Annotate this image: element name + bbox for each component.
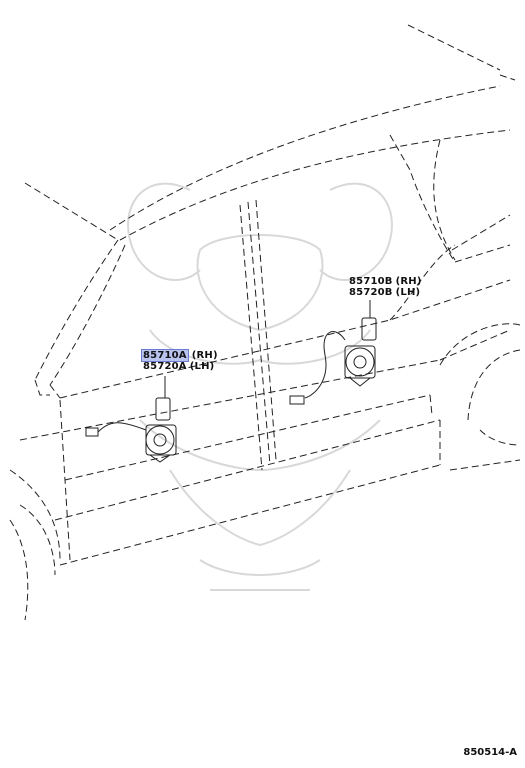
rear-motor-label: 85710B(RH) 85720B(LH) (349, 276, 422, 298)
rear-motor-lh-row: 85720B(LH) (349, 287, 422, 298)
part-number-85710a[interactable]: 85710A (141, 349, 189, 362)
side-lh-label: (LH) (395, 287, 421, 298)
side-rh-label: (RH) (191, 350, 218, 361)
watermark-crest (127, 182, 393, 591)
part-number-85720b[interactable]: 85720B (349, 287, 393, 298)
rear-motor-rh-row: 85710B(RH) (349, 276, 422, 287)
car-body-lines (9, 24, 521, 621)
front-motor-label: 85710A(RH) 85720A(LH) (141, 349, 218, 372)
front-window-motor (85, 376, 177, 463)
side-rh-label: (RH) (395, 276, 422, 287)
front-motor-lh-row: 85720A(LH) (143, 361, 218, 372)
part-number-85710b[interactable]: 85710B (349, 276, 393, 287)
rear-window-motor (289, 300, 377, 405)
front-motor-rh-row: 85710A(RH) (141, 349, 218, 362)
side-lh-label: (LH) (189, 361, 215, 372)
figure-id: 850514-A (463, 747, 517, 758)
part-number-85720a[interactable]: 85720A (143, 361, 187, 372)
